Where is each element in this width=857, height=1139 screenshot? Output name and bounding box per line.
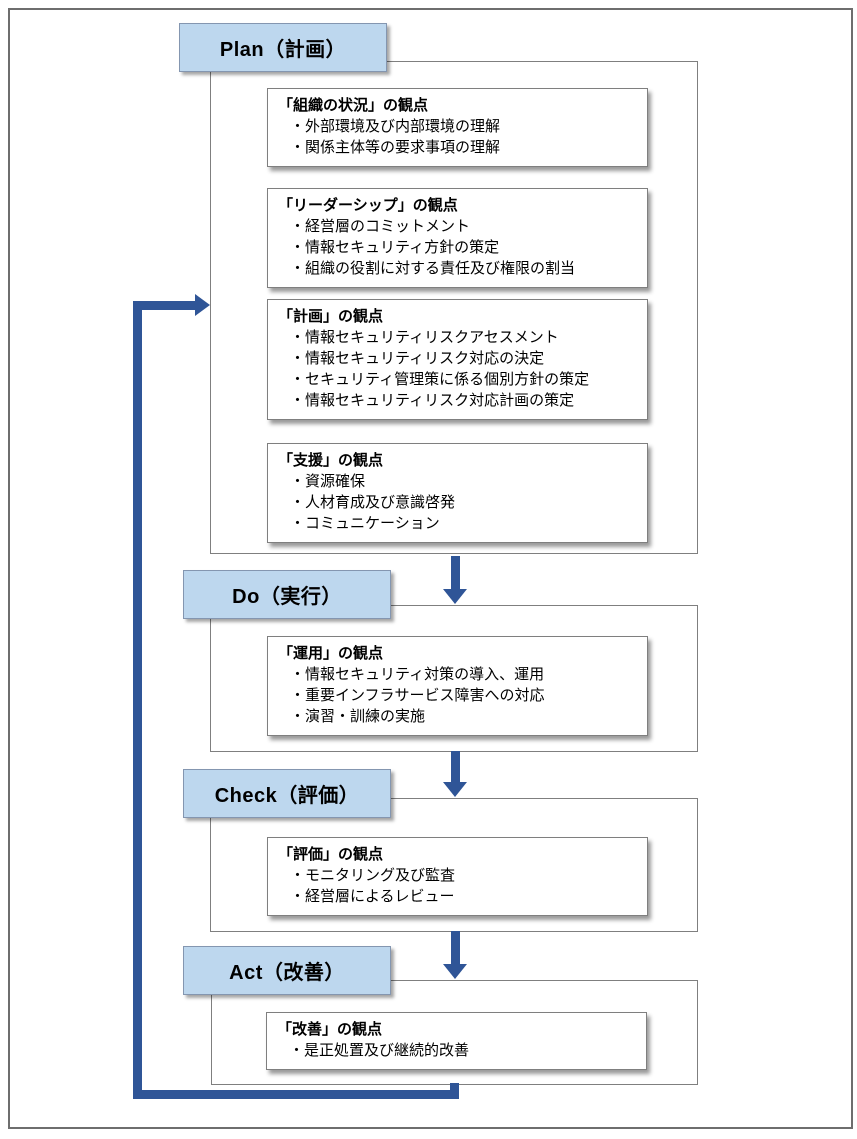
box-title: 「組織の状況」の観点 xyxy=(278,97,429,114)
box-item: ・組織の役割に対する責任及び権限の割当 xyxy=(290,260,576,277)
loop-left-segment xyxy=(133,301,142,1099)
do-header-box: Do（実行） xyxy=(183,570,391,619)
plan-section-container: 「組織の状況」の観点 ・外部環境及び内部環境の理解 ・関係主体等の要求事項の理解… xyxy=(210,61,698,554)
plan-box-leadership: 「リーダーシップ」の観点 ・経営層のコミットメント ・情報セキュリティ方針の策定… xyxy=(267,188,648,288)
box-title: 「計画」の観点 xyxy=(278,308,384,325)
box-item: ・経営層によるレビュー xyxy=(290,888,455,905)
box-item: ・情報セキュリティリスクアセスメント xyxy=(290,329,559,346)
do-box-operation: 「運用」の観点 ・情報セキュリティ対策の導入、運用 ・重要インフラサービス障害へ… xyxy=(267,636,648,736)
diagram-outer-border xyxy=(8,8,853,1129)
box-item: ・コミュニケーション xyxy=(290,515,440,532)
arrow-head xyxy=(443,782,467,797)
act-header-label: Act（改善） xyxy=(229,962,345,984)
box-item: ・モニタリング及び監査 xyxy=(290,867,456,884)
box-title: 「改善」の観点 xyxy=(277,1021,383,1038)
plan-box-support: 「支援」の観点 ・資源確保 ・人材育成及び意識啓発 ・コミュニケーション xyxy=(267,443,648,543)
plan-box-planning: 「計画」の観点 ・情報セキュリティリスクアセスメント ・情報セキュリティリスク対… xyxy=(267,299,648,420)
plan-header-label: Plan（計画） xyxy=(219,39,347,61)
act-box-improvement: 「改善」の観点 ・是正処置及び継続的改善 xyxy=(266,1012,647,1070)
box-item: ・情報セキュリティリスク対応の決定 xyxy=(290,350,545,367)
box-item: ・演習・訓練の実施 xyxy=(290,708,426,725)
check-box-evaluation: 「評価」の観点 ・モニタリング及び監査 ・経営層によるレビュー xyxy=(267,837,648,916)
box-item: ・重要インフラサービス障害への対応 xyxy=(290,687,545,704)
check-header-label: Check（評価） xyxy=(214,785,360,807)
box-item: ・人材育成及び意識啓発 xyxy=(290,494,456,511)
plan-box-organization-context: 「組織の状況」の観点 ・外部環境及び内部環境の理解 ・関係主体等の要求事項の理解 xyxy=(267,88,648,167)
box-item: ・情報セキュリティ方針の策定 xyxy=(290,239,500,256)
arrow-shaft xyxy=(451,751,460,782)
box-title: 「運用」の観点 xyxy=(278,645,384,662)
arrow-check-to-act-icon xyxy=(443,931,467,979)
arrow-shaft xyxy=(451,556,460,589)
loop-bottom-segment xyxy=(133,1090,459,1099)
box-item: ・外部環境及び内部環境の理解 xyxy=(290,118,501,135)
box-item: ・セキュリティ管理策に係る個別方針の策定 xyxy=(290,371,590,388)
box-item: ・情報セキュリティ対策の導入、運用 xyxy=(290,666,545,683)
act-header-box: Act（改善） xyxy=(183,946,391,995)
check-header-box: Check（評価） xyxy=(183,769,391,818)
loop-arrowhead-icon xyxy=(195,294,210,316)
do-header-label: Do（実行） xyxy=(232,586,342,608)
plan-header-box: Plan（計画） xyxy=(179,23,387,72)
box-title: 「リーダーシップ」の観点 xyxy=(278,197,458,214)
box-item: ・関係主体等の要求事項の理解 xyxy=(290,139,501,156)
check-section-container: 「評価」の観点 ・モニタリング及び監査 ・経営層によるレビュー xyxy=(210,798,698,932)
arrow-plan-to-do-icon xyxy=(443,556,467,604)
box-item: ・是正処置及び継続的改善 xyxy=(289,1042,470,1059)
arrow-shaft xyxy=(451,931,460,964)
do-section-container: 「運用」の観点 ・情報セキュリティ対策の導入、運用 ・重要インフラサービス障害へ… xyxy=(210,605,698,752)
arrow-head xyxy=(443,589,467,604)
box-item: ・資源確保 xyxy=(290,473,366,490)
arrow-do-to-check-icon xyxy=(443,751,467,797)
box-item: ・情報セキュリティリスク対応計画の策定 xyxy=(290,392,575,409)
loop-top-segment xyxy=(133,301,195,310)
box-title: 「評価」の観点 xyxy=(278,846,384,863)
box-title: 「支援」の観点 xyxy=(278,452,384,469)
arrow-head xyxy=(443,964,467,979)
box-item: ・経営層のコミットメント xyxy=(290,218,471,235)
act-section-container: 「改善」の観点 ・是正処置及び継続的改善 xyxy=(211,980,698,1085)
